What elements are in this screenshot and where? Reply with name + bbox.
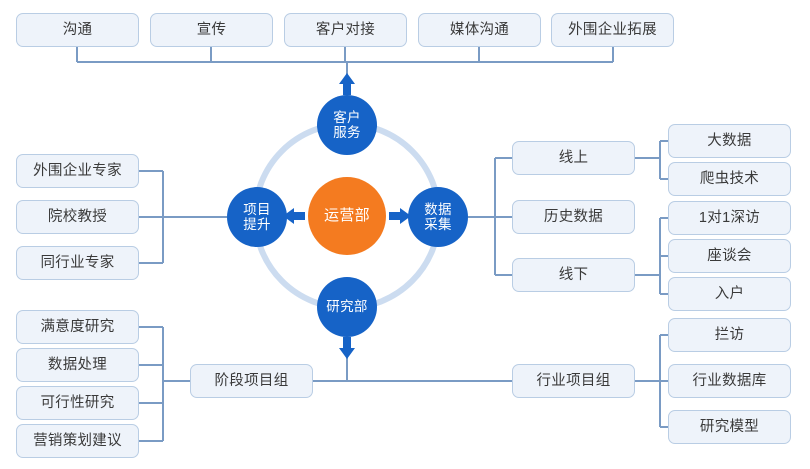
circle-label-line1: 客户 bbox=[333, 109, 361, 125]
box-focus-group[interactable]: 座谈会 bbox=[668, 239, 791, 273]
box-client-liaison[interactable]: 客户对接 bbox=[284, 13, 407, 47]
box-label: 1对1深访 bbox=[698, 209, 761, 226]
box-label: 外围企业专家 bbox=[33, 162, 122, 179]
box-label: 拦访 bbox=[714, 326, 745, 343]
box-label: 数据处理 bbox=[47, 356, 108, 373]
circle-data-collection[interactable]: 数据 采集 bbox=[408, 187, 468, 247]
circle-label-line1: 项目 bbox=[243, 201, 271, 217]
box-industry-database[interactable]: 行业数据库 bbox=[668, 364, 791, 398]
box-communication[interactable]: 沟通 bbox=[16, 13, 139, 47]
box-big-data[interactable]: 大数据 bbox=[668, 124, 791, 158]
arrow-down-icon bbox=[339, 337, 355, 359]
box-label: 行业数据库 bbox=[692, 372, 767, 389]
box-data-processing[interactable]: 数据处理 bbox=[16, 348, 139, 382]
box-label: 线上 bbox=[558, 149, 589, 166]
circle-label-line2: 采集 bbox=[424, 217, 452, 232]
box-research-model[interactable]: 研究模型 bbox=[668, 410, 791, 444]
box-marketing-planning-advice[interactable]: 营销策划建议 bbox=[16, 424, 139, 458]
box-label: 院校教授 bbox=[47, 208, 108, 225]
box-publicity[interactable]: 宣传 bbox=[150, 13, 273, 47]
box-label: 外围企业拓展 bbox=[568, 21, 657, 38]
box-label: 爬虫技术 bbox=[699, 170, 760, 187]
box-label: 线下 bbox=[558, 266, 589, 283]
box-label: 入户 bbox=[714, 285, 745, 302]
box-label: 行业项目组 bbox=[536, 372, 611, 389]
box-intercept-interview[interactable]: 拦访 bbox=[668, 318, 791, 352]
box-label: 媒体沟通 bbox=[449, 21, 510, 38]
box-label: 客户对接 bbox=[315, 21, 376, 38]
box-home-visit[interactable]: 入户 bbox=[668, 277, 791, 311]
box-phase-project-group[interactable]: 阶段项目组 bbox=[190, 364, 313, 398]
box-label: 历史数据 bbox=[543, 208, 604, 225]
box-label: 沟通 bbox=[62, 21, 93, 38]
box-industry-peer-expert[interactable]: 同行业专家 bbox=[16, 246, 139, 280]
hub-label: 运营部 bbox=[324, 206, 370, 224]
circle-operations-dept-hub[interactable]: 运营部 bbox=[308, 177, 386, 255]
circle-label-line2: 服务 bbox=[333, 125, 361, 140]
circle-label-line1: 研究部 bbox=[326, 299, 368, 315]
box-one-on-one-interview[interactable]: 1对1深访 bbox=[668, 201, 791, 235]
box-historical-data[interactable]: 历史数据 bbox=[512, 200, 635, 234]
box-university-professor[interactable]: 院校教授 bbox=[16, 200, 139, 234]
box-label: 宣传 bbox=[196, 21, 227, 38]
circle-label-line2: 提升 bbox=[243, 217, 271, 232]
box-industry-project-group[interactable]: 行业项目组 bbox=[512, 364, 635, 398]
box-label: 研究模型 bbox=[699, 418, 760, 435]
box-online[interactable]: 线上 bbox=[512, 141, 635, 175]
circle-research-dept[interactable]: 研究部 bbox=[317, 277, 377, 337]
box-media-communication[interactable]: 媒体沟通 bbox=[418, 13, 541, 47]
circle-customer-service[interactable]: 客户 服务 bbox=[317, 95, 377, 155]
box-label: 满意度研究 bbox=[40, 318, 115, 335]
box-crawler-technology[interactable]: 爬虫技术 bbox=[668, 162, 791, 196]
box-label: 同行业专家 bbox=[40, 254, 115, 271]
arrow-up-icon bbox=[339, 73, 355, 95]
box-external-enterprise-expansion[interactable]: 外围企业拓展 bbox=[551, 13, 674, 47]
box-label: 座谈会 bbox=[707, 247, 752, 264]
box-satisfaction-research[interactable]: 满意度研究 bbox=[16, 310, 139, 344]
box-label: 大数据 bbox=[707, 132, 752, 149]
box-feasibility-research[interactable]: 可行性研究 bbox=[16, 386, 139, 420]
box-external-enterprise-expert[interactable]: 外围企业专家 bbox=[16, 154, 139, 188]
box-label: 可行性研究 bbox=[40, 394, 115, 411]
box-offline[interactable]: 线下 bbox=[512, 258, 635, 292]
box-label: 阶段项目组 bbox=[214, 372, 289, 389]
circle-project-improvement[interactable]: 项目 提升 bbox=[227, 187, 287, 247]
circle-label-line1: 数据 bbox=[424, 201, 452, 217]
box-label: 营销策划建议 bbox=[33, 432, 122, 449]
